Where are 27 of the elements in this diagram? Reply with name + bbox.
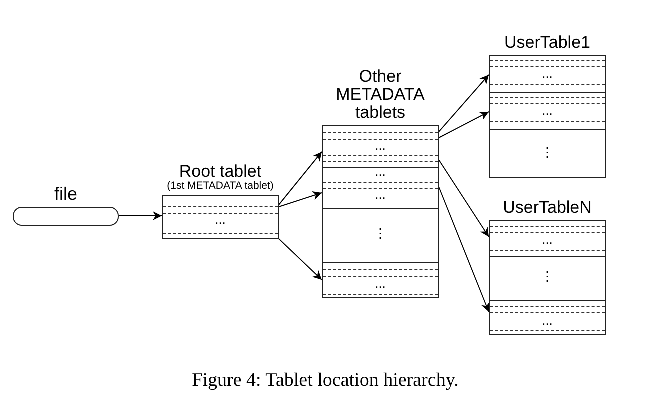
table-heading: UserTableN	[503, 199, 592, 217]
arrow	[438, 112, 490, 138]
figure-caption: Figure 4: Tablet location hierarchy.	[191, 370, 460, 392]
ellipsis-text: ...	[542, 67, 553, 80]
ellipsis-text: ...	[215, 213, 226, 226]
ellipsis-text: ⋮	[374, 227, 387, 240]
ellipsis-text: ...	[542, 314, 553, 327]
ellipsis-text: ⋮	[541, 270, 554, 283]
table-heading: Other METADATA tablets	[335, 68, 426, 122]
arrow	[278, 238, 322, 280]
table-heading: UserTable1	[504, 34, 590, 52]
ellipsis-text: ...	[542, 104, 553, 117]
ellipsis-text: ...	[375, 165, 386, 178]
arrow	[438, 74, 490, 132]
arrow	[438, 160, 490, 238]
table-heading: file	[54, 185, 78, 204]
ellipsis-text: ...	[375, 188, 386, 201]
table-subheading: (1st METADATA tablet)	[167, 180, 274, 192]
ellipsis-text: ⋮	[541, 146, 554, 159]
arrow	[278, 192, 322, 208]
arrow	[278, 152, 322, 206]
ellipsis-text: ...	[375, 277, 386, 290]
table-heading: Root tablet	[179, 163, 262, 181]
arrow	[438, 186, 490, 312]
ellipsis-text: ...	[542, 233, 553, 246]
ellipsis-text: ...	[375, 139, 386, 152]
arrow	[118, 212, 162, 220]
